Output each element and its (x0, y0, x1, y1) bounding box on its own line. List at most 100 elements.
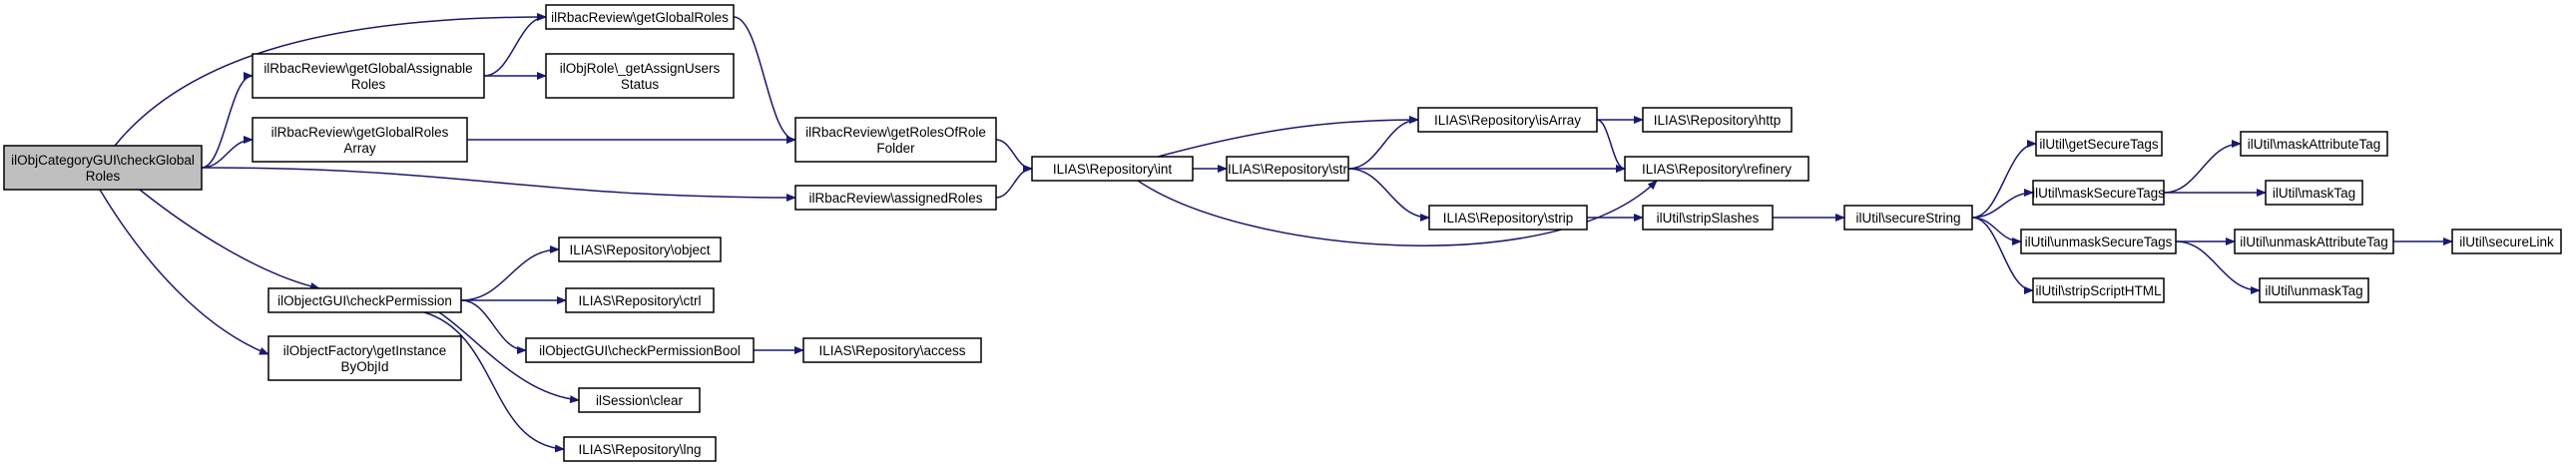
node-label: ILIAS\Repository\str (1228, 162, 1348, 177)
node-box (545, 4, 735, 30)
node-box (1843, 205, 1973, 231)
node-label: ByObjId (340, 359, 388, 374)
node-box (563, 436, 717, 462)
node-box (252, 117, 468, 163)
node-label: ilUtil\getSecureTags (2039, 137, 2159, 152)
node-unmask-tag[interactable]: ilUtil\unmaskTag (2259, 277, 2369, 303)
edge-secure-string-to-unmask-secure-tags (1971, 217, 2022, 245)
edge-root-to-get-global-assignable-roles (201, 72, 254, 169)
node-label: ILIAS\Repository\ctrl (578, 293, 701, 308)
node-box (794, 117, 997, 163)
node-repo-str[interactable]: ILIAS\Repository\str (1226, 156, 1349, 182)
node-repo-refinery[interactable]: ILIAS\Repository\refinery (1624, 156, 1809, 182)
node-label: ilUtil\maskAttributeTag (2248, 137, 2381, 152)
node-secure-string[interactable]: ilUtil\secureString (1843, 205, 1973, 231)
node-repo-strip[interactable]: ILIAS\Repository\strip (1428, 205, 1588, 231)
node-label: ilSession\clear (596, 393, 684, 408)
node-assigned-roles[interactable]: ilRbacReview\assignedRoles (794, 185, 997, 211)
node-strip-slashes[interactable]: ilUtil\stripSlashes (1642, 205, 1774, 231)
node-label: ILIAS\Repository\access (818, 343, 965, 358)
node-box (3, 145, 203, 191)
node-box (1031, 156, 1194, 182)
edge-check-permission-to-check-permission-bool (460, 299, 527, 354)
node-repo-is-array[interactable]: ILIAS\Repository\isArray (1417, 107, 1598, 133)
node-label: ILIAS\Repository\http (1654, 113, 1782, 128)
node-secure-link[interactable]: ilUtil\secureLink (2451, 229, 2562, 254)
node-label: ILIAS\Repository\strip (1443, 211, 1574, 226)
edge-get-global-assignable-roles-to-get-global-roles (483, 13, 547, 77)
node-box (2032, 180, 2165, 206)
node-box (2234, 229, 2394, 254)
node-label: Folder (876, 141, 915, 156)
node-label: ilUtil\secureLink (2459, 235, 2554, 249)
node-label: ilRbacReview\getGlobalRoles (271, 125, 449, 140)
node-mask-tag[interactable]: ilUtil\maskTag (2265, 180, 2363, 206)
node-strip-script-html[interactable]: ilUtil\stripScriptHTML (2032, 277, 2165, 303)
edges-layer (99, 13, 2453, 453)
node-box (1642, 205, 1774, 231)
edge-check-permission-to-repo-object (460, 245, 560, 301)
edge-root-to-assigned-roles (201, 167, 796, 202)
node-repo-ctrl[interactable]: ILIAS\Repository\ctrl (565, 287, 715, 313)
edge-root-to-get-instance-by-obj-id (99, 189, 269, 355)
edge-unmask-secure-tags-to-unmask-tag (2175, 240, 2261, 294)
node-unmask-attribute-tag[interactable]: ilUtil\unmaskAttributeTag (2234, 229, 2394, 254)
node-box (525, 337, 755, 363)
node-label: ilUtil\maskTag (2273, 186, 2355, 201)
node-label: ilObjRole\_getAssignUsers (560, 61, 721, 76)
node-get-global-roles[interactable]: ilRbacReview\getGlobalRoles (545, 4, 735, 30)
edge-check-permission-to-session-clear (438, 311, 580, 404)
node-check-permission-bool[interactable]: ilObjectGUI\checkPermissionBool (525, 337, 755, 363)
node-mask-attribute-tag[interactable]: ilUtil\maskAttributeTag (2240, 131, 2388, 157)
node-box (2020, 229, 2177, 254)
node-get-secure-tags[interactable]: ilUtil\getSecureTags (2035, 131, 2163, 157)
node-box (1428, 205, 1588, 231)
node-box (2035, 131, 2163, 157)
node-box (558, 236, 722, 262)
edge-get-global-roles-to-get-roles-of-role-folder (733, 16, 796, 144)
node-label: ilRbacReview\getGlobalAssignable (263, 61, 472, 76)
node-repo-lng[interactable]: ILIAS\Repository\lng (563, 436, 717, 462)
node-mask-secure-tags[interactable]: ilUtil\maskSecureTags (2032, 180, 2165, 206)
node-label: ilRbacReview\getGlobalRoles (551, 10, 729, 25)
node-box (2259, 277, 2369, 303)
node-label: ilUtil\stripScriptHTML (2035, 283, 2162, 298)
node-box (1642, 107, 1793, 133)
node-box (578, 387, 701, 413)
node-repo-int[interactable]: ILIAS\Repository\int (1031, 156, 1194, 182)
node-box (267, 335, 462, 381)
node-repo-object[interactable]: ILIAS\Repository\object (558, 236, 722, 262)
node-label: ilObjectGUI\checkPermissionBool (539, 343, 741, 358)
edge-root-to-check-permission (139, 189, 320, 290)
edge-repo-str-to-repo-is-array (1347, 116, 1419, 170)
node-check-permission[interactable]: ilObjectGUI\checkPermission (267, 287, 462, 313)
node-label: ilUtil\secureString (1855, 211, 1960, 226)
edge-get-roles-of-role-folder-to-repo-int (995, 139, 1033, 173)
node-label: Roles (86, 169, 121, 184)
edge-repo-int-to-repo-is-array (1157, 116, 1419, 158)
edge-mask-secure-tags-to-mask-attribute-tag (2163, 140, 2242, 194)
edge-check-permission-to-repo-lng (423, 311, 565, 453)
node-label: ilUtil\unmaskAttributeTag (2240, 235, 2388, 249)
node-label: ilUtil\unmaskTag (2265, 283, 2362, 298)
node-session-clear[interactable]: ilSession\clear (578, 387, 701, 413)
node-label: ILIAS\Repository\int (1053, 162, 1173, 177)
node-unmask-secure-tags[interactable]: ilUtil\unmaskSecureTags (2020, 229, 2177, 254)
node-label: ilUtil\stripSlashes (1657, 211, 1760, 226)
node-label: ilObjCategoryGUI\checkGlobal (11, 153, 195, 168)
node-label: ilRbacReview\getRolesOfRole (805, 125, 986, 140)
edge-secure-string-to-get-secure-tags (1971, 140, 2037, 219)
node-label: ILIAS\Repository\object (569, 242, 710, 257)
node-label: Status (621, 77, 660, 92)
node-repo-access[interactable]: ILIAS\Repository\access (802, 337, 982, 363)
node-box (794, 185, 997, 211)
node-repo-http[interactable]: ILIAS\Repository\http (1642, 107, 1793, 133)
node-label: ILIAS\Repository\refinery (1642, 162, 1792, 177)
